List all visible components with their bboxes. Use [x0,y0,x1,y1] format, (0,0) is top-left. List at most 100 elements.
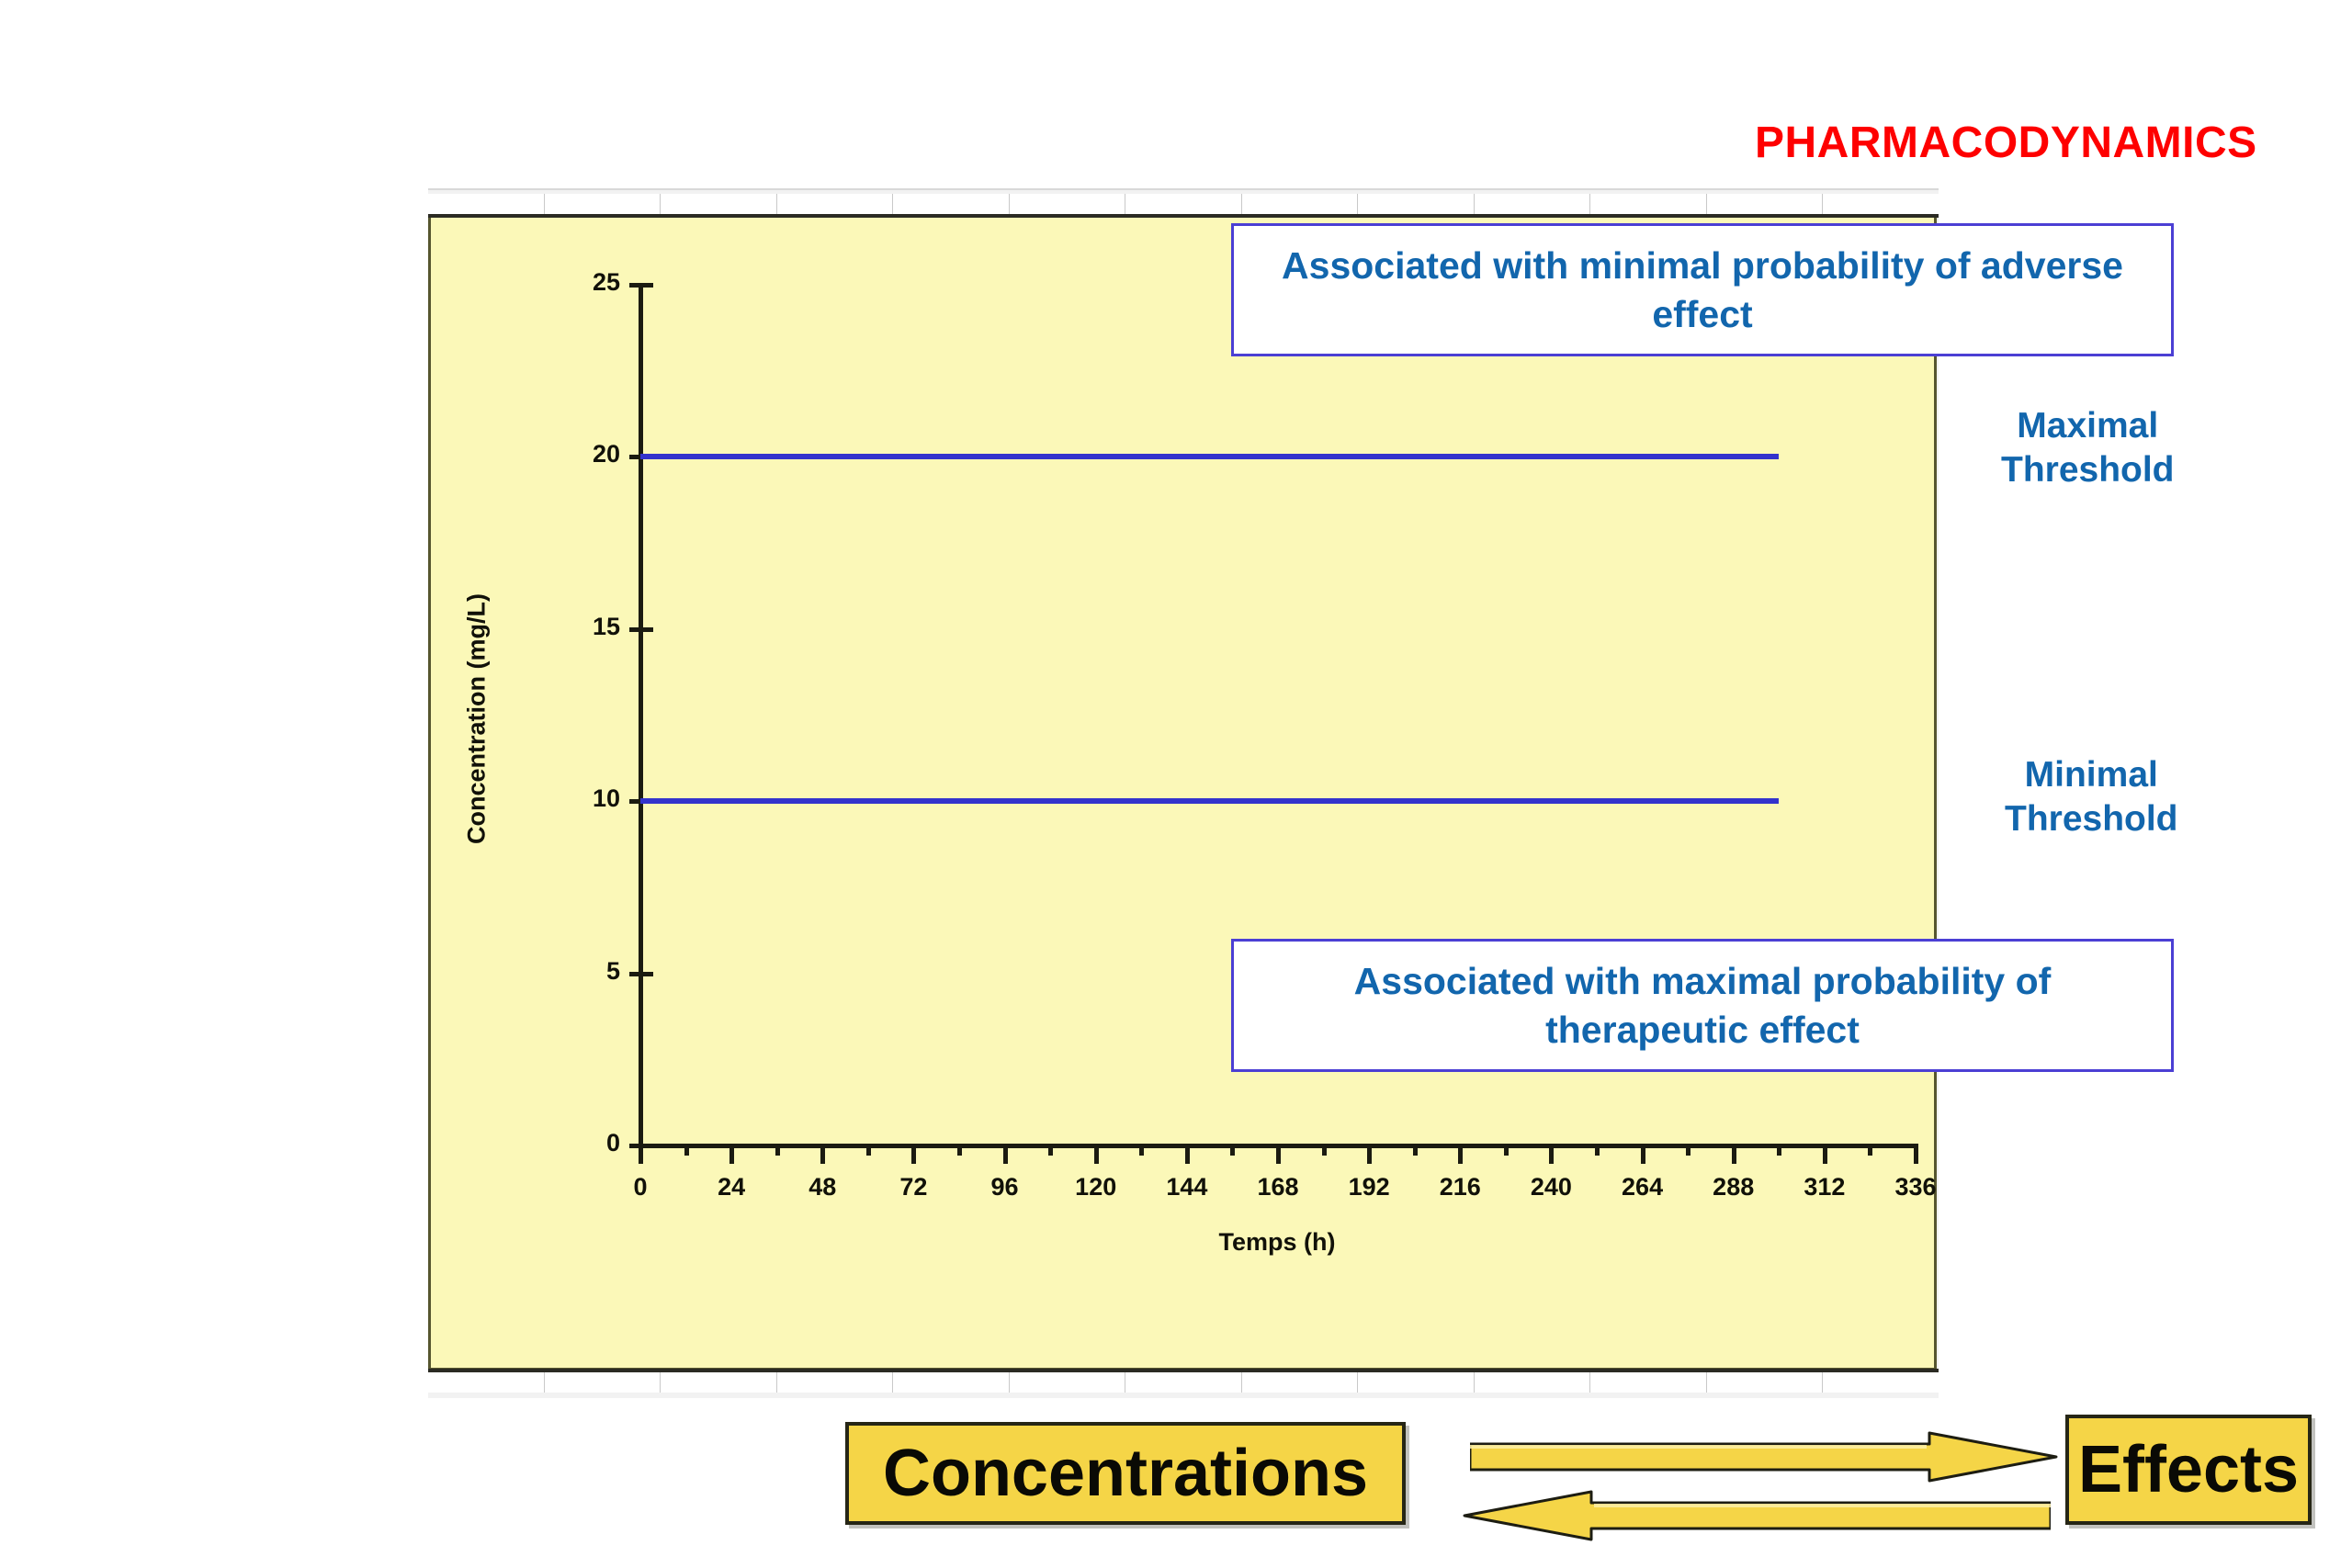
grid-cell [1010,194,1126,214]
callout-therapeutic-effect: Associated with maximal probability of t… [1231,939,2174,1072]
grid-cell [1242,194,1359,214]
grid-cell [1242,1372,1359,1393]
page-title: PHARMACODYNAMICS [1755,118,2257,167]
x-tick-minor [1686,1144,1691,1156]
spreadsheet-strip-top [428,194,1939,218]
y-tick [629,283,653,288]
effects-box: Effects [2065,1415,2312,1525]
grid-cell [1823,1372,1939,1393]
x-tick-minor [1595,1144,1600,1156]
x-tick-label: 0 [633,1173,648,1201]
grid-cell [1125,194,1242,214]
x-tick [820,1144,826,1164]
y-tick-label: 20 [592,440,620,468]
grid-cell [661,1372,777,1393]
grid-cell [1475,1372,1591,1393]
x-tick [1002,1144,1008,1164]
y-tick-label: 5 [605,956,620,985]
concentrations-box: Concentrations [845,1422,1406,1525]
grid-cell [1475,194,1591,214]
x-tick-label: 144 [1166,1173,1208,1201]
maximal-threshold-line2: Threshold [2001,449,2175,490]
chart-container: 0 5 10 15 20 25 0 24 48 72 96 120 144 168 192 216 240 26… [428,188,1939,1398]
x-tick-minor [865,1144,871,1156]
grid-cell [428,1372,545,1393]
threshold-line-minimal [640,798,1780,805]
x-tick [1822,1144,1827,1164]
x-tick [1549,1144,1555,1164]
x-tick-label: 192 [1348,1173,1390,1201]
x-tick [1914,1144,1918,1164]
x-tick-label: 96 [990,1173,1019,1201]
x-tick-label: 120 [1075,1173,1117,1201]
threshold-line-maximal [640,454,1780,460]
grid-cell [1358,1372,1475,1393]
y-axis-title: Concentration (mg/L) [462,593,491,844]
x-tick-label: 48 [808,1173,837,1201]
x-tick [1184,1144,1190,1164]
minimal-threshold-line2: Threshold [2005,798,2178,839]
grid-cell [777,1372,894,1393]
grid-cell [1707,1372,1824,1393]
grid-cell [1358,194,1475,214]
x-tick-minor [1868,1144,1873,1156]
callout-adverse-effect: Associated with minimal probability of a… [1231,223,2174,356]
grid-cell [777,194,894,214]
x-tick-label: 216 [1439,1173,1481,1201]
y-tick-label: 25 [592,268,620,296]
y-tick-label: 10 [592,784,620,813]
grid-cell [1125,1372,1242,1393]
x-tick [639,1144,643,1164]
grid-cell [1707,194,1824,214]
x-tick-minor [1230,1144,1236,1156]
arrow-right-icon [1470,1431,2058,1483]
minimal-threshold-line1: Minimal [2024,755,2158,795]
y-tick [629,971,653,976]
grid-cell [1823,194,1939,214]
y-tick-label: 15 [592,612,620,640]
grid-cell [1590,194,1707,214]
x-tick [1458,1144,1464,1164]
x-tick [1640,1144,1645,1164]
x-tick [1367,1144,1373,1164]
y-tick-label: 0 [605,1129,620,1156]
grid-cell [545,194,662,214]
x-tick-minor [684,1144,689,1156]
x-tick-minor [957,1144,962,1156]
x-tick [1276,1144,1281,1164]
x-tick [729,1144,735,1164]
grid-cell [428,194,545,214]
x-tick-label: 312 [1804,1173,1846,1201]
minimal-threshold-label: Minimal Threshold [2005,753,2178,840]
grid-cell [893,1372,1010,1393]
y-tick [629,626,653,632]
x-axis-title: Temps (h) [1218,1228,1336,1256]
chart-plot-panel: 0 5 10 15 20 25 0 24 48 72 96 120 144 168 192 216 240 26… [428,218,1937,1371]
x-tick [911,1144,917,1164]
x-tick-minor [1412,1144,1418,1156]
x-tick-label: 168 [1257,1173,1299,1201]
grid-cell [1010,1372,1126,1393]
x-tick-label: 24 [718,1173,746,1201]
grid-cell [1590,1372,1707,1393]
x-tick-minor [1503,1144,1509,1156]
x-tick-label: 288 [1713,1173,1755,1201]
x-tick [1093,1144,1099,1164]
x-tick-label: 240 [1530,1173,1572,1201]
maximal-threshold-line1: Maximal [2017,406,2159,446]
x-tick-minor [1321,1144,1327,1156]
arrow-left-icon [1463,1490,2051,1541]
grid-cell [545,1372,662,1393]
x-tick-label: 336 [1894,1173,1937,1201]
x-tick-label: 264 [1622,1173,1664,1201]
spreadsheet-strip-bottom [428,1369,1939,1393]
x-tick-minor [1048,1144,1054,1156]
x-tick-label: 72 [899,1173,928,1201]
x-tick-minor [775,1144,780,1156]
maximal-threshold-label: Maximal Threshold [2001,404,2175,491]
y-axis-line [639,285,643,1148]
grid-cell [893,194,1010,214]
x-tick [1731,1144,1736,1164]
x-tick-minor [1777,1144,1782,1156]
x-tick-minor [1139,1144,1145,1156]
